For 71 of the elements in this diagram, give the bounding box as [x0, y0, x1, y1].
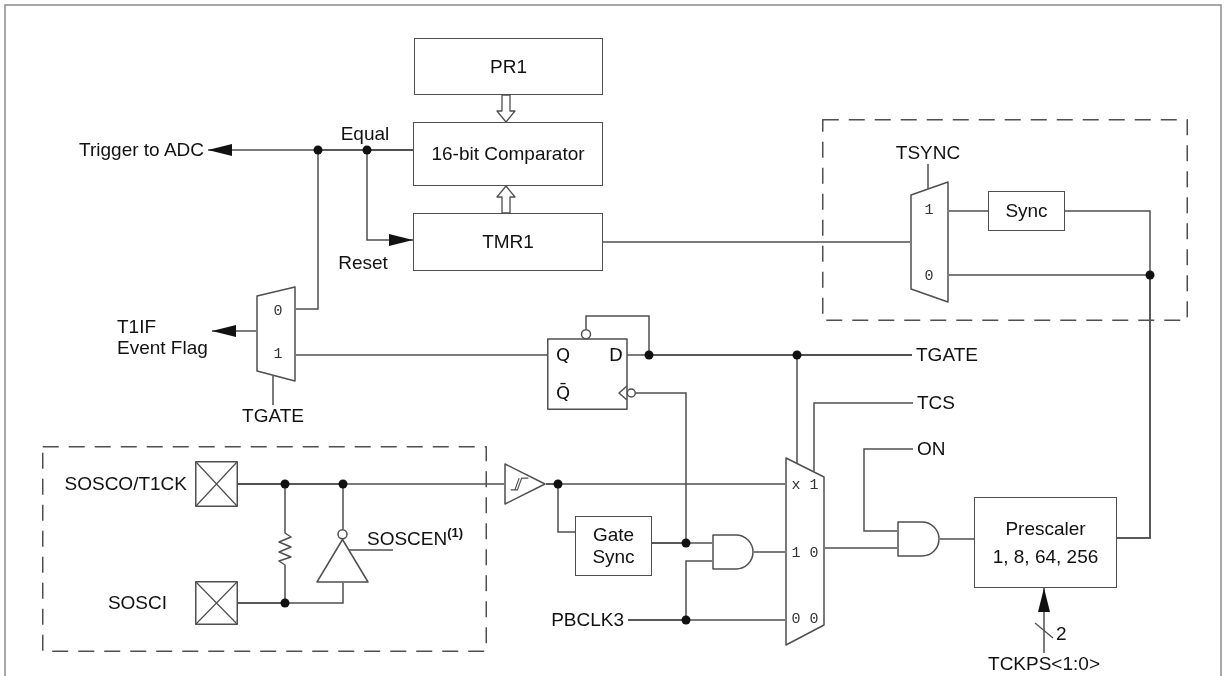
wire — [863, 448, 914, 532]
multiplexer — [910, 181, 949, 303]
prescaler-block — [974, 497, 1117, 588]
pin-label: Q̄ — [555, 382, 571, 404]
signal-label: TCKPS<1:0> — [988, 653, 1100, 675]
wire — [948, 210, 989, 212]
signal-label: PBCLK3 — [551, 609, 624, 631]
wire — [635, 392, 687, 544]
signal-label: SOSCEN$^{(1)}$ — [367, 528, 464, 550]
register-box — [414, 38, 603, 95]
multiplexer — [256, 286, 296, 382]
pin-label: D — [609, 344, 623, 366]
mux-input-label: 0 — [924, 269, 934, 285]
multiplexer — [785, 457, 825, 646]
bus-arrow — [496, 185, 516, 214]
dashed-boundary — [822, 119, 1188, 321]
signal-label: TCS — [917, 392, 955, 414]
mux-input-label: 1 0 — [791, 546, 819, 562]
block-label: Sync — [1005, 200, 1048, 222]
wire — [602, 241, 911, 243]
signal-label: ON — [917, 438, 946, 460]
wire — [237, 582, 344, 604]
signal-label: TGATE — [242, 405, 304, 427]
block-caption: 1, 8, 64, 256 — [992, 545, 1099, 568]
register-name: TMR1 — [482, 231, 534, 253]
sync-block — [988, 191, 1065, 231]
flip-flop — [547, 329, 636, 410]
mux-input-label: 0 — [273, 304, 283, 320]
inverter-symbol — [316, 529, 369, 583]
and-gate-symbol — [897, 521, 940, 557]
mux-input-label: 1 — [924, 203, 934, 219]
wire — [948, 274, 1151, 539]
dashed-boundary — [42, 446, 487, 652]
pin-label: SOSCO/T1CK — [64, 473, 187, 495]
signal-label: Trigger to ADC — [79, 139, 204, 161]
wire — [627, 560, 713, 621]
arrow — [1038, 587, 1050, 654]
register-name: PR1 — [490, 55, 527, 78]
pin-label: SOSCI — [107, 592, 167, 614]
comparator-box — [413, 122, 603, 186]
mux-input-label: 0 0 — [791, 612, 819, 628]
wire — [237, 483, 505, 485]
block-label: 16-bit Comparator — [431, 143, 585, 165]
signal-label: TGATE — [916, 344, 978, 366]
bus-width-label: 2 — [1056, 623, 1067, 645]
wire — [295, 149, 414, 310]
pin-label: Q — [555, 344, 571, 366]
signal-label: TSYNC — [895, 142, 961, 164]
mux-input-label: 1 — [273, 347, 283, 363]
register-box — [413, 213, 603, 271]
signal-label: T1IF Event Flag — [117, 316, 209, 358]
sync-block — [575, 516, 652, 576]
and-gate-symbol — [712, 534, 754, 570]
wire — [824, 547, 898, 549]
resistor-symbol — [278, 528, 292, 570]
wire — [295, 354, 548, 356]
block-label: Prescaler — [1005, 517, 1086, 540]
wire — [939, 538, 975, 540]
wire — [753, 551, 786, 553]
edge-label: Equal — [340, 123, 390, 145]
wire — [545, 483, 576, 533]
wire — [796, 354, 913, 464]
mux-input-label: x 1 — [791, 478, 819, 494]
block-label: Gate Sync — [591, 524, 636, 568]
wire — [813, 402, 914, 473]
schmitt-trigger-symbol — [504, 463, 546, 505]
wire — [272, 374, 274, 406]
wire — [927, 163, 929, 190]
edge-label: Reset — [338, 252, 388, 274]
bus-arrow — [496, 94, 516, 123]
arrow — [211, 325, 257, 337]
